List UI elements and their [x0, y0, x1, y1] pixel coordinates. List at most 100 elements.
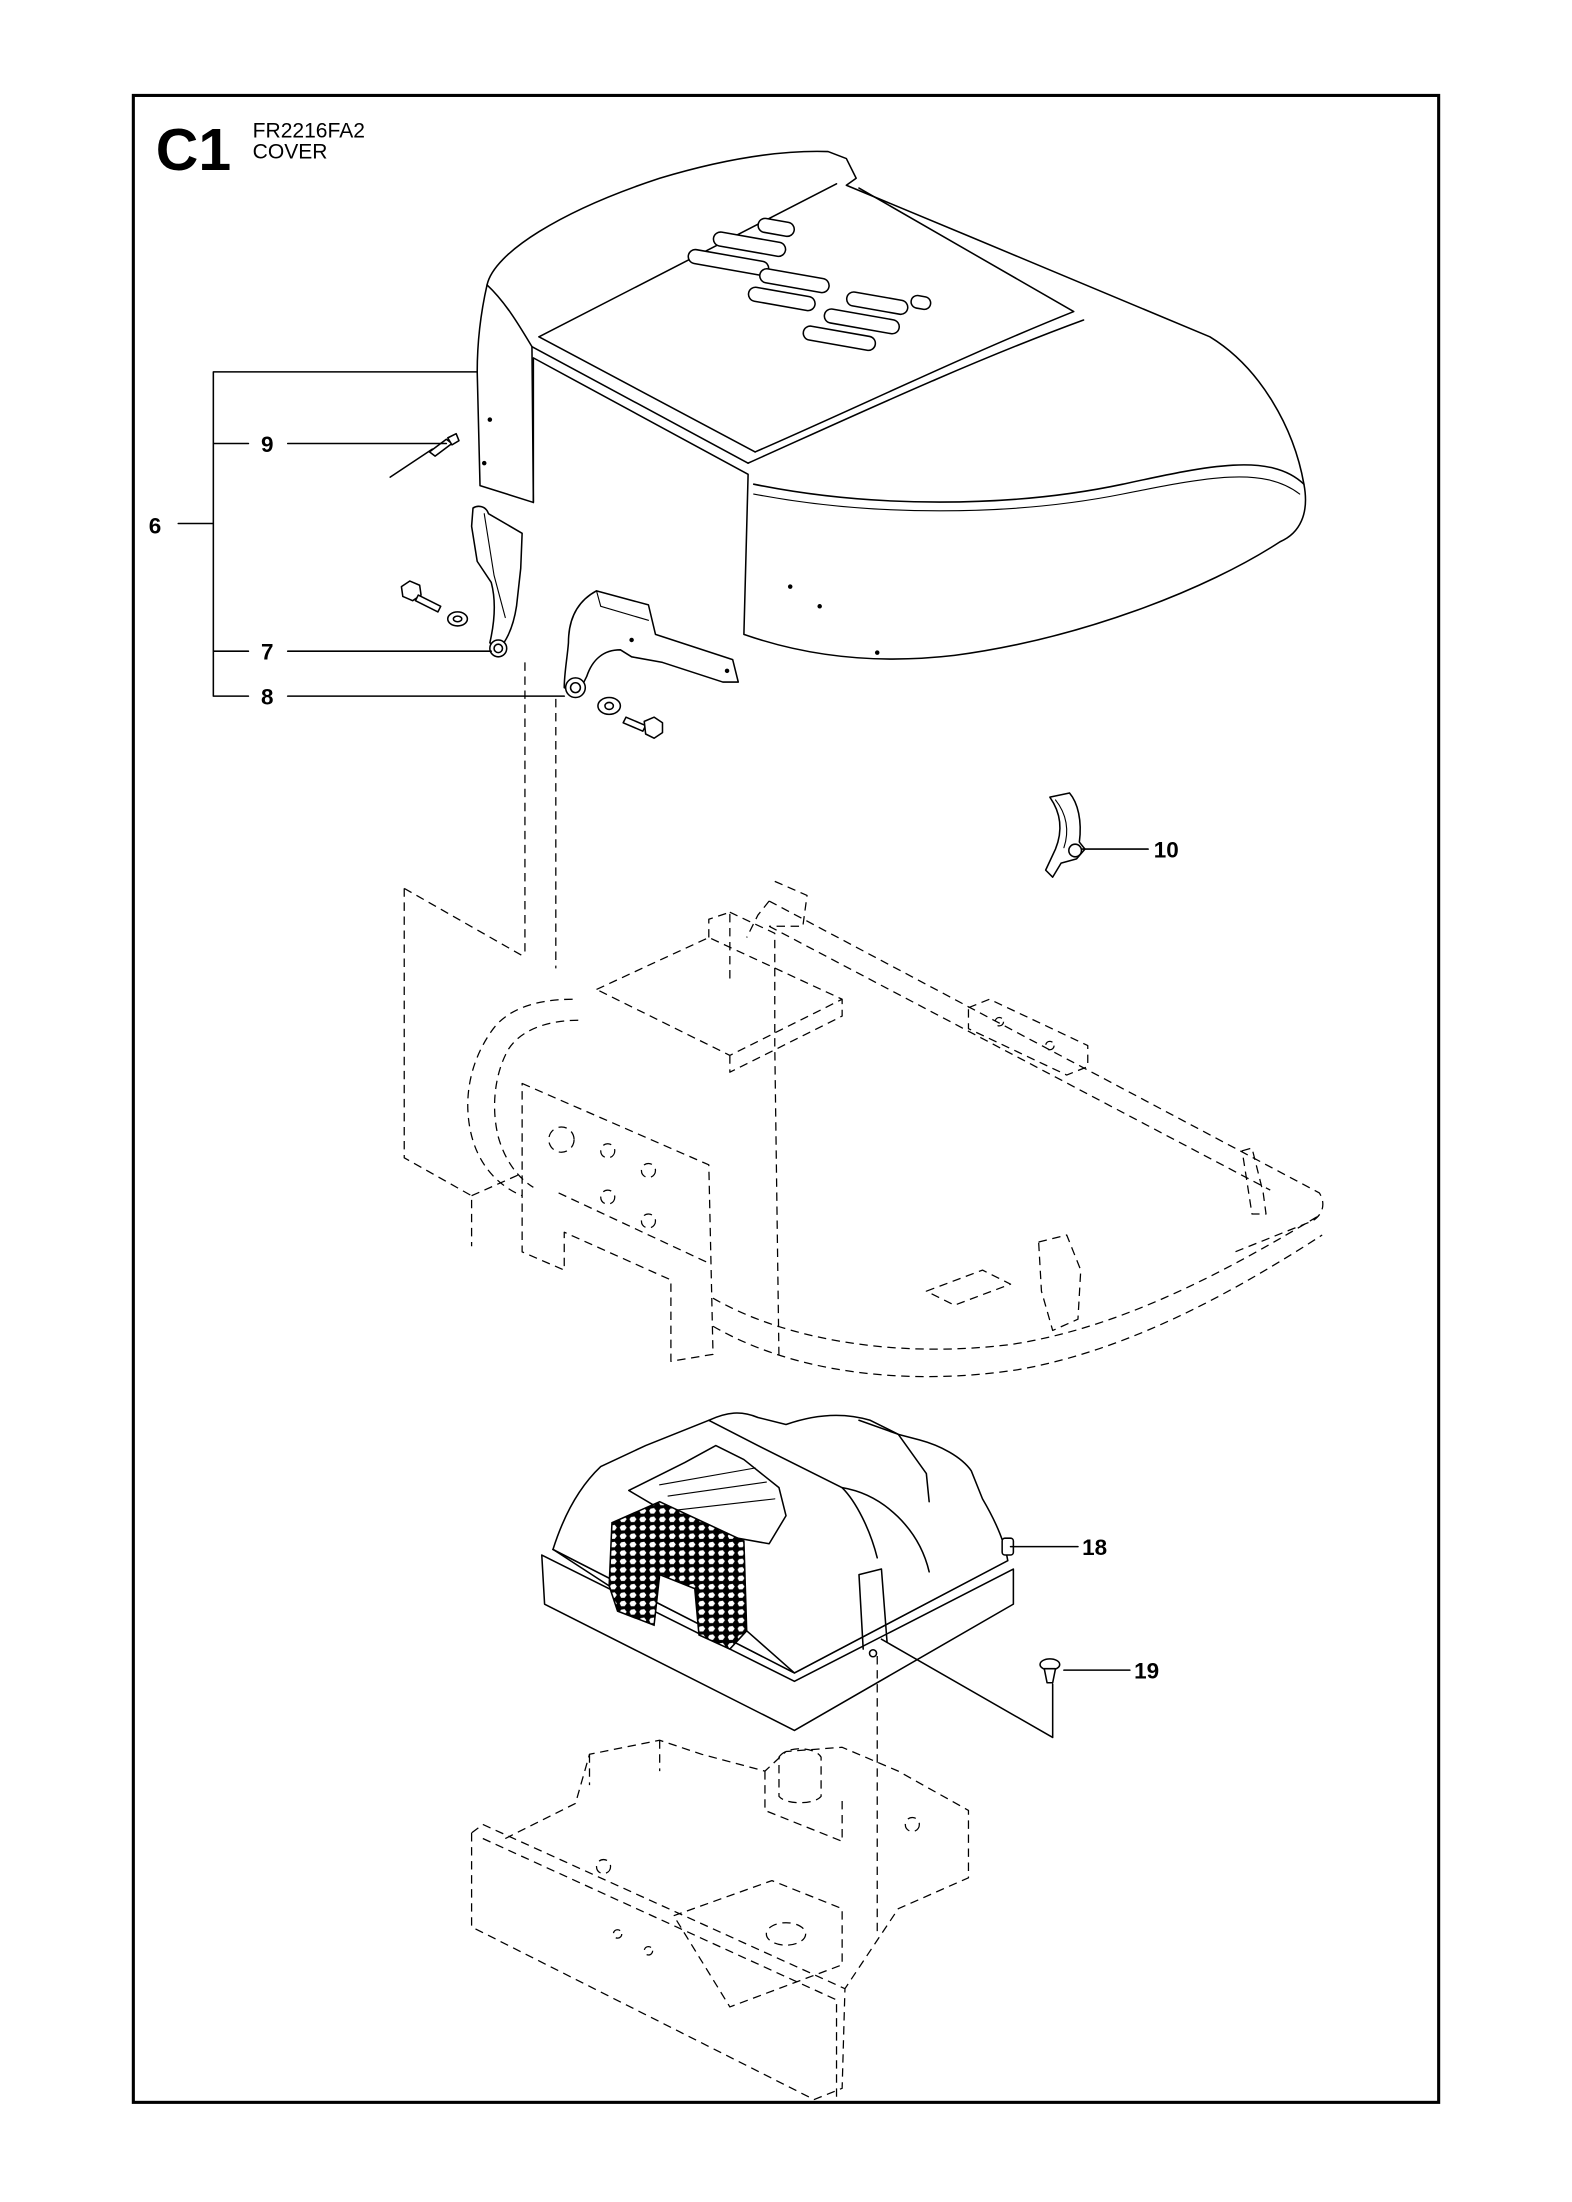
base-bar-hole — [643, 1945, 654, 1956]
pin-head — [446, 432, 460, 446]
hood-vent-slots — [687, 217, 932, 352]
pin-part-9 — [389, 432, 460, 478]
frame-seat-plate — [595, 936, 843, 1073]
frame-seat-mount — [967, 998, 1089, 1076]
frame-vertical-plate — [708, 911, 780, 1359]
assembly-bracket-6 — [177, 371, 478, 697]
bolt-head — [400, 580, 422, 602]
frame-plate-bolt — [640, 1213, 657, 1229]
cover-right-dome — [841, 1419, 930, 1573]
callout-6: 6 — [149, 513, 161, 538]
hood-mount-hole — [481, 460, 487, 466]
tractor-frame-outline — [403, 662, 1324, 1378]
base-frame-bolt — [595, 1858, 612, 1875]
hood-center-panel-right-edge — [747, 187, 1085, 464]
hood-silhouette — [476, 150, 1307, 660]
hood-center-panel-back-edge — [538, 183, 838, 338]
diagram-border — [131, 93, 1441, 2104]
pin-shaft — [389, 448, 434, 478]
hood-center-panel-left-edge — [531, 336, 756, 464]
handle-groove — [659, 1467, 776, 1511]
cover-front-face-edge — [552, 1548, 796, 1674]
bracket-right-fold — [595, 590, 650, 621]
frame-mount-hole — [1045, 1040, 1055, 1051]
bracket-hole — [724, 668, 730, 674]
base-frame-bolt — [904, 1816, 920, 1833]
hood-mount-hole — [787, 584, 793, 589]
frame-plate-bolt — [640, 1162, 657, 1179]
callout-labels: 6 7 8 9 10 18 19 — [149, 432, 1179, 1684]
callout-9: 9 — [261, 432, 273, 457]
frame-corner-tab — [746, 880, 808, 938]
vent-slot — [758, 268, 830, 294]
frame-rear-loop-inner — [494, 1019, 579, 1188]
clip-fold — [1054, 799, 1068, 849]
hood-mount-hole — [817, 604, 822, 609]
engine-cover-part-18 — [541, 1412, 1015, 1732]
vent-slot — [712, 231, 787, 258]
bracket-left-plate — [470, 505, 523, 650]
frame-front-tube-outer — [712, 1214, 1320, 1350]
vent-slot — [747, 286, 816, 312]
bracket-left-bushing-bore — [493, 643, 504, 654]
clip-rivet — [1068, 843, 1083, 858]
screw-part-19 — [1039, 1658, 1061, 1684]
base-floor-plate — [673, 1879, 843, 2008]
bracket-right-bushing-bore — [569, 682, 582, 694]
vent-slot — [802, 325, 877, 352]
diagram-title: COVER — [253, 141, 328, 164]
cover-screw-hole — [868, 1648, 878, 1658]
bolt-shank — [414, 594, 442, 613]
callout-19: 19 — [1134, 1659, 1159, 1684]
base-posts — [588, 1740, 843, 1842]
base-frame-outline — [470, 1656, 970, 2101]
vent-slot — [823, 308, 900, 335]
frame-rear-edge — [768, 900, 1324, 1253]
frame-front-mount — [925, 1234, 1082, 1332]
frame-rear-loop-outer — [467, 998, 573, 1197]
base-floor-hole — [765, 1922, 807, 1946]
callout-18: 18 — [1082, 1535, 1107, 1560]
callout-leaders — [177, 371, 1149, 1739]
bracket-hole — [629, 637, 634, 643]
frame-plate-bolt — [600, 1189, 616, 1205]
bracket-right-plate — [563, 590, 740, 695]
frame-left-panel — [403, 887, 526, 1247]
model-number: FR2216FA2 — [253, 120, 365, 143]
washer-bore — [452, 615, 463, 623]
hood-cover-part-6 — [476, 150, 1307, 660]
frame-plate-fold — [471, 1172, 710, 1264]
cover-grille — [608, 1500, 748, 1650]
callout-7: 7 — [261, 640, 273, 665]
base-bar-hole — [612, 1929, 623, 1939]
callout-10: 10 — [1154, 838, 1179, 863]
callout-8: 8 — [261, 685, 273, 710]
screw-shank — [1043, 1667, 1057, 1684]
bracket-part-7 — [400, 505, 523, 658]
hood-right-crease-lower — [753, 476, 1301, 512]
frame-rear-inner-edge — [768, 925, 1271, 1191]
washer-bore — [604, 701, 615, 711]
frame-plate-bolt — [600, 1143, 616, 1159]
base-rear-frame — [505, 1739, 970, 1990]
base-front-bar — [470, 1823, 846, 2101]
frame-rear-right-tab — [1241, 1147, 1267, 1215]
clip-part-10 — [1044, 792, 1086, 878]
frame-front-plate — [521, 1082, 714, 1362]
bolt-shank — [622, 716, 647, 732]
hood-mount-hole — [487, 417, 493, 422]
base-cylinder — [778, 1748, 822, 1804]
frame-front-tube-inner — [712, 1234, 1323, 1378]
bolt-head — [643, 716, 664, 739]
pin-body — [428, 438, 453, 457]
frame-plate-hole — [548, 1126, 575, 1153]
screw-19-locator — [880, 1638, 1054, 1739]
bracket-left-fold — [483, 513, 506, 619]
vent-slot — [845, 291, 909, 316]
section-code: C1 — [156, 118, 231, 183]
bracket-part-8 — [563, 590, 740, 739]
vent-slot — [910, 294, 932, 311]
hood-right-crease — [752, 464, 1305, 503]
frame-mount-hole — [994, 1016, 1005, 1027]
